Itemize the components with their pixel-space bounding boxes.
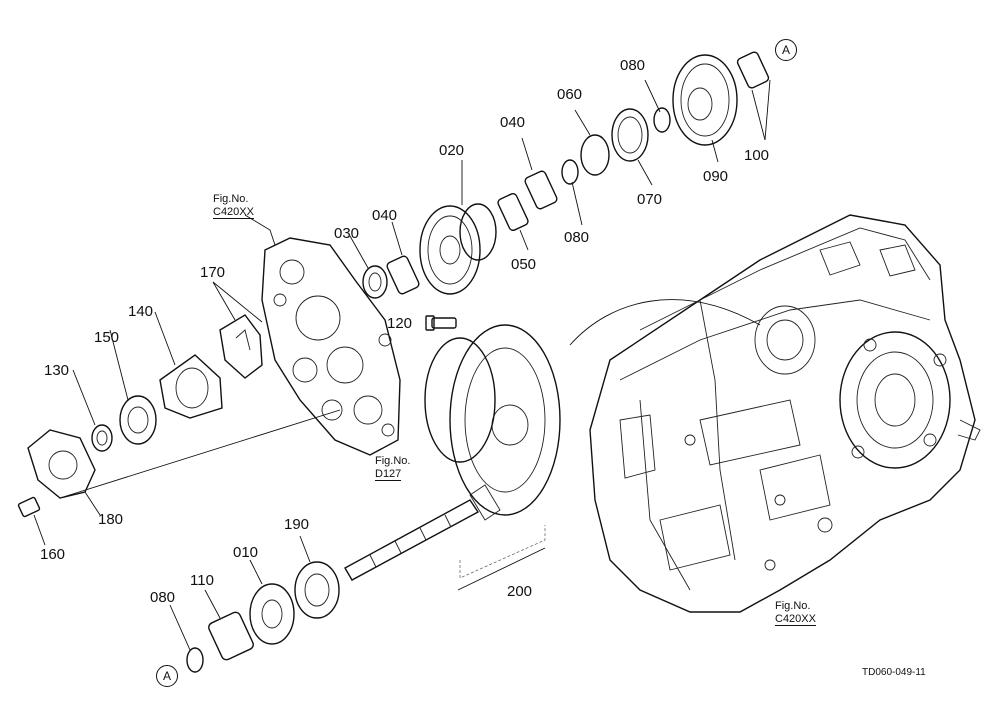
fig-ref-case-line2: C420XX	[775, 612, 816, 626]
part-label-200[interactable]: 200	[507, 583, 533, 600]
marker-a-top[interactable]: A	[775, 39, 797, 61]
part-label-110[interactable]: 110	[190, 572, 214, 589]
part-label-070[interactable]: 070	[637, 191, 663, 208]
drawing-code: TD060-049-11	[862, 667, 926, 678]
part-label-080-mid[interactable]: 080	[564, 229, 590, 246]
part-label-060[interactable]: 060	[557, 86, 583, 103]
fig-ref-cover-line1: Fig.No.	[213, 193, 249, 205]
fig-ref-bevel-line1: Fig.No.	[375, 455, 411, 467]
lower-gear-group	[169, 535, 340, 673]
transmission-case	[569, 214, 981, 613]
part-label-040-lower[interactable]: 040	[372, 207, 398, 224]
fig-ref-bevel-line2: D127	[375, 467, 402, 481]
part-label-080-top[interactable]: 080	[620, 57, 646, 74]
part-label-100[interactable]: 100	[744, 147, 770, 164]
left-cover-stack	[17, 281, 341, 546]
fig-ref-bevel[interactable]: Fig.No. D127	[375, 455, 411, 481]
part-label-020[interactable]: 020	[439, 142, 465, 159]
fig-ref-cover-line2: C420XX	[213, 205, 254, 219]
part-label-030[interactable]: 030	[334, 225, 360, 242]
part-label-190[interactable]: 190	[284, 516, 310, 533]
part-label-180[interactable]: 180	[98, 511, 124, 528]
bolt-120	[425, 315, 457, 331]
part-label-080-bottom[interactable]: 080	[150, 589, 176, 606]
bevel-gear-shaft	[344, 324, 561, 591]
part-label-170[interactable]: 170	[200, 264, 226, 281]
part-label-090[interactable]: 090	[703, 168, 729, 185]
upper-gear-train	[349, 51, 771, 299]
part-label-130[interactable]: 130	[44, 362, 70, 379]
cover-plate	[244, 214, 401, 456]
part-label-160[interactable]: 160	[40, 546, 66, 563]
fig-ref-case[interactable]: Fig.No. C420XX	[775, 600, 816, 626]
part-label-150[interactable]: 150	[94, 329, 120, 346]
part-label-050[interactable]: 050	[511, 256, 537, 273]
part-label-140[interactable]: 140	[128, 303, 154, 320]
part-label-040-upper[interactable]: 040	[500, 114, 526, 131]
fig-ref-case-line1: Fig.No.	[775, 600, 811, 612]
part-label-120[interactable]: 120	[387, 315, 413, 332]
fig-ref-cover[interactable]: Fig.No. C420XX	[213, 193, 254, 219]
marker-a-bottom[interactable]: A	[156, 665, 178, 687]
part-label-010[interactable]: 010	[233, 544, 259, 561]
